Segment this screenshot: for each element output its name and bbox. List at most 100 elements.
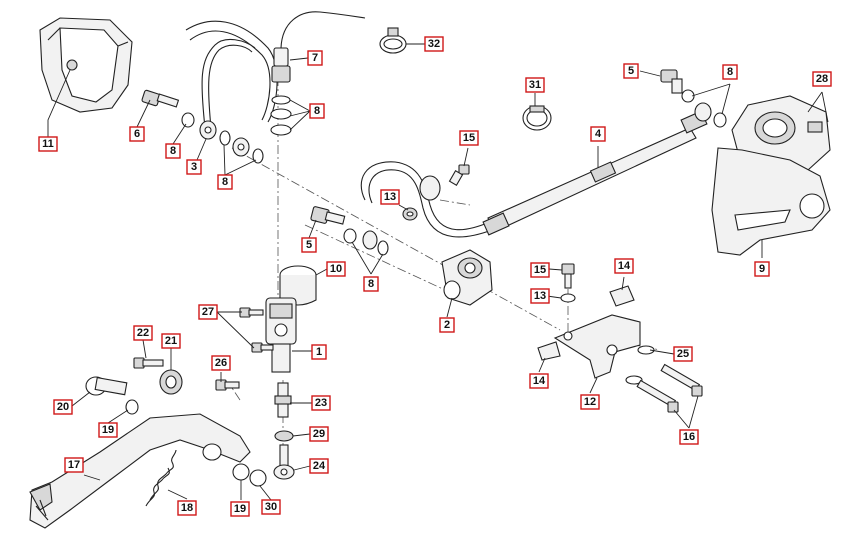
callout-6: 6 [129,126,145,142]
caliper-mount-part-2 [441,249,493,306]
brake-hose-part-4 [360,102,712,238]
callout-26: 26 [211,355,231,371]
callout-23-text: 23 [315,397,327,409]
callout-25: 25 [673,346,693,362]
callout-19-text: 19 [234,503,246,515]
callout-19: 19 [98,422,118,438]
brake-light-switch-part-7 [270,11,366,136]
washer-part-13-lower [560,293,576,303]
callout-5-text: 5 [628,65,634,77]
callout-15-text: 15 [463,132,475,144]
callout-8: 8 [217,174,233,190]
brake-hose-part-3 [185,20,278,157]
bolt-part-15-lower [561,263,575,289]
callout-27: 27 [198,304,218,320]
spacer-part-25 [625,345,655,385]
hose-clamp-part-32 [379,27,407,54]
callout-8-text: 8 [170,145,176,157]
callout-1-text: 1 [316,346,322,358]
banjo-bolt-part-6 [141,89,180,108]
callout-5: 5 [301,237,317,253]
callout-18: 18 [177,500,197,516]
banjo-bolt-part-5-right [660,69,727,128]
callout-14: 14 [529,373,549,389]
callout-17: 17 [64,457,84,473]
callout-8: 8 [722,64,738,80]
callout-29-text: 29 [313,428,325,440]
callout-24-text: 24 [313,460,326,472]
callout-2-text: 2 [444,319,450,331]
callout-4-text: 4 [595,128,602,140]
pivot-bolt-part-20 [85,376,128,396]
callout-24: 24 [309,458,329,474]
callout-10: 10 [326,261,346,277]
bolt-part-22 [133,357,164,369]
callout-11: 11 [38,136,58,152]
callout-22: 22 [133,325,153,341]
callout-8-text: 8 [368,278,374,290]
callout-8-text: 8 [727,66,733,78]
callout-8-text: 8 [314,105,320,117]
callout-18-text: 18 [181,502,193,514]
callout-14-text: 14 [533,375,546,387]
callout-14-text: 14 [618,260,631,272]
callout-28: 28 [812,71,832,87]
clip-part-14-lower [537,341,561,361]
callout-31-text: 31 [529,79,541,91]
callout-8: 8 [363,276,379,292]
washer-part-19-lower [232,463,250,481]
bolt-part-26 [215,379,240,391]
callout-13: 13 [530,288,550,304]
callout-11-text: 11 [42,138,54,150]
bushing-part-21 [159,369,183,395]
callout-14: 14 [614,258,634,274]
callout-13-text: 13 [534,290,546,302]
callout-8: 8 [165,143,181,159]
return-spring-part-18 [145,449,177,507]
grommet-part-13-upper [402,207,418,221]
heel-guard-part [39,17,133,113]
push-rod-part-23 [274,382,292,418]
bolts-part-27 [239,307,274,353]
callout-7-text: 7 [312,52,318,64]
callout-15: 15 [530,262,550,278]
caliper-bracket-part-9 [711,147,831,256]
callout-4: 4 [590,126,606,142]
nut-part-29 [274,430,294,442]
banjo-bolt-part-5-lower [310,206,389,256]
callout-13: 13 [380,189,400,205]
callout-29: 29 [309,426,329,442]
callout-6-text: 6 [134,128,140,140]
callout-2: 2 [439,317,455,333]
callout-23: 23 [311,395,331,411]
callout-9-text: 9 [759,263,765,275]
callout-21-text: 21 [165,335,177,347]
bracket-part-12 [553,314,641,379]
callout-22-text: 22 [137,327,149,339]
callout-28-text: 28 [816,73,828,85]
sealing-washers-left [181,112,264,164]
brake-pedal-part-17 [29,413,251,529]
callout-15: 15 [459,130,479,146]
leader-lines [47,43,829,501]
callout-25-text: 25 [677,348,689,360]
bolt-part-15-upper [448,164,470,186]
callout-10-text: 10 [330,263,342,275]
bolts-part-16 [636,363,703,413]
callout-31: 31 [525,77,545,93]
callout-5-text: 5 [306,239,312,251]
callout-3: 3 [186,159,202,175]
callout-27-text: 27 [202,306,214,318]
callout-21: 21 [161,333,181,349]
callout-30: 30 [261,499,281,515]
callout-7: 7 [307,50,323,66]
callout-9: 9 [754,261,770,277]
callout-5: 5 [623,63,639,79]
callout-30-text: 30 [265,501,277,513]
callout-8: 8 [309,103,325,119]
callout-16: 16 [679,429,699,445]
callout-20-text: 20 [57,401,69,413]
callout-16-text: 16 [683,431,695,443]
callout-26-text: 26 [215,357,227,369]
